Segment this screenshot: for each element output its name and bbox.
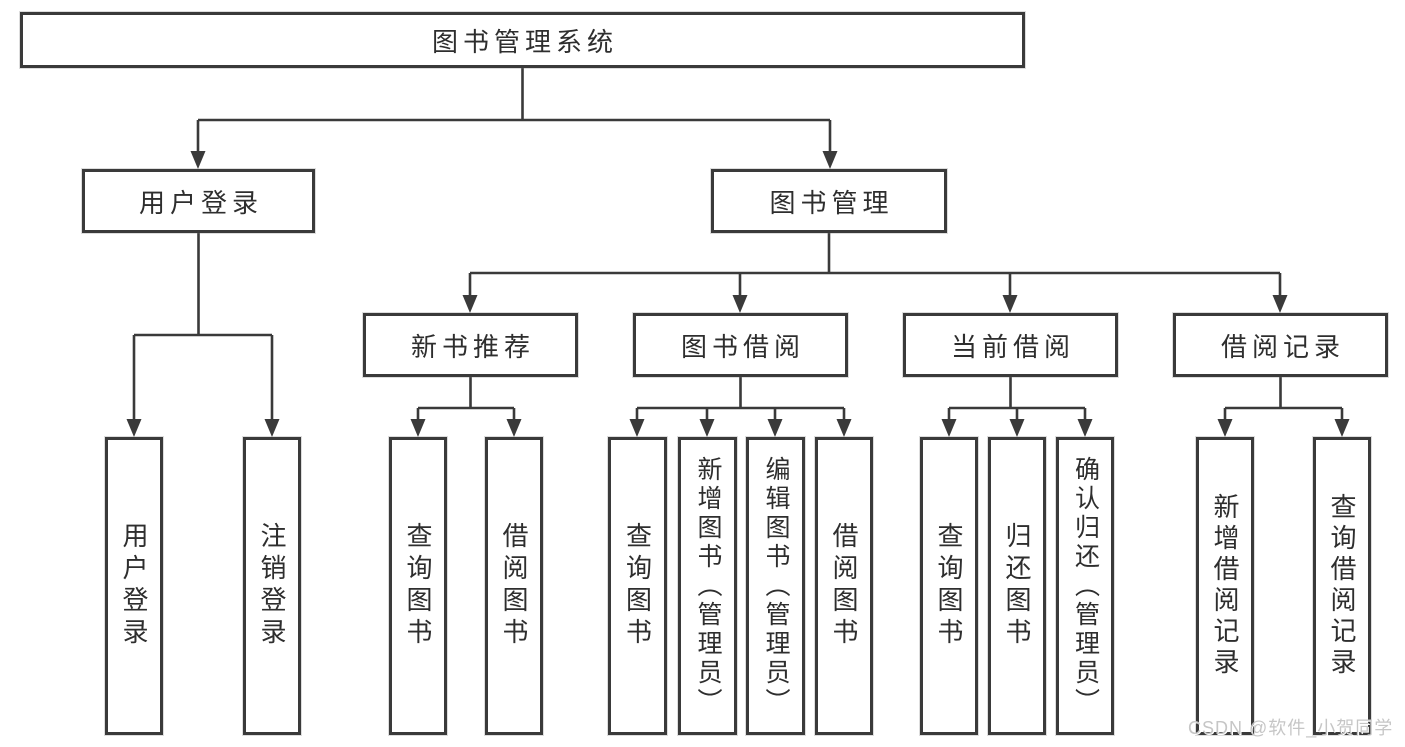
leaf-query-book-borrow: 查询图书 xyxy=(608,437,667,735)
node-label: 编辑图书（管理员） xyxy=(762,455,790,717)
node-label: 新增图书（管理员） xyxy=(694,455,722,717)
leaf-user-login: 用户登录 xyxy=(105,437,163,735)
csdn-watermark: CSDN @软件_小贺同学 xyxy=(1188,718,1394,738)
leaf-borrow-book: 借阅图书 xyxy=(815,437,873,735)
node-label: 查询借阅记录 xyxy=(1327,493,1357,679)
node-label: 当前借阅 xyxy=(950,331,1075,362)
leaf-return-book: 归还图书 xyxy=(988,437,1046,735)
leaf-logout: 注销登录 xyxy=(243,437,301,735)
node-label: 新增借阅记录 xyxy=(1210,493,1240,679)
node-label: 归还图书 xyxy=(1002,522,1032,650)
node-label: 查询图书 xyxy=(934,522,964,650)
node-library-management-system: 图书管理系统 xyxy=(20,12,1025,68)
node-book-borrowing: 图书借阅 xyxy=(633,313,848,377)
leaf-query-book-recommend: 查询图书 xyxy=(389,437,447,735)
node-current-borrowing: 当前借阅 xyxy=(903,313,1118,377)
node-label: 借阅图书 xyxy=(499,522,529,650)
node-label: 用户登录 xyxy=(119,522,149,650)
node-label: 查询图书 xyxy=(403,522,433,650)
leaf-add-borrow-record: 新增借阅记录 xyxy=(1196,437,1254,735)
node-label: 新书推荐 xyxy=(410,331,535,362)
leaf-query-book-current: 查询图书 xyxy=(920,437,978,735)
node-label: 借阅图书 xyxy=(829,522,859,650)
node-borrowing-records: 借阅记录 xyxy=(1173,313,1388,377)
leaf-confirm-return-admin: 确认归还（管理员） xyxy=(1056,437,1114,735)
node-label: 图书管理系统 xyxy=(431,26,618,57)
node-label: 查询图书 xyxy=(622,522,653,650)
leaf-edit-book-admin: 编辑图书（管理员） xyxy=(746,437,805,735)
leaf-query-borrow-record: 查询借阅记录 xyxy=(1313,437,1371,735)
node-label: 确认归还（管理员） xyxy=(1071,455,1100,717)
node-label: 图书管理 xyxy=(769,187,894,218)
node-label: 注销登录 xyxy=(257,522,287,650)
node-label: 借阅记录 xyxy=(1220,331,1345,362)
node-label: 用户登录 xyxy=(138,187,263,218)
node-label: 图书借阅 xyxy=(680,331,805,362)
node-new-book-recommendation: 新书推荐 xyxy=(363,313,578,377)
leaf-add-book-admin: 新增图书（管理员） xyxy=(678,437,737,735)
leaf-borrow-book-recommend: 借阅图书 xyxy=(485,437,543,735)
node-book-management: 图书管理 xyxy=(711,169,947,233)
node-user-login: 用户登录 xyxy=(82,169,315,233)
